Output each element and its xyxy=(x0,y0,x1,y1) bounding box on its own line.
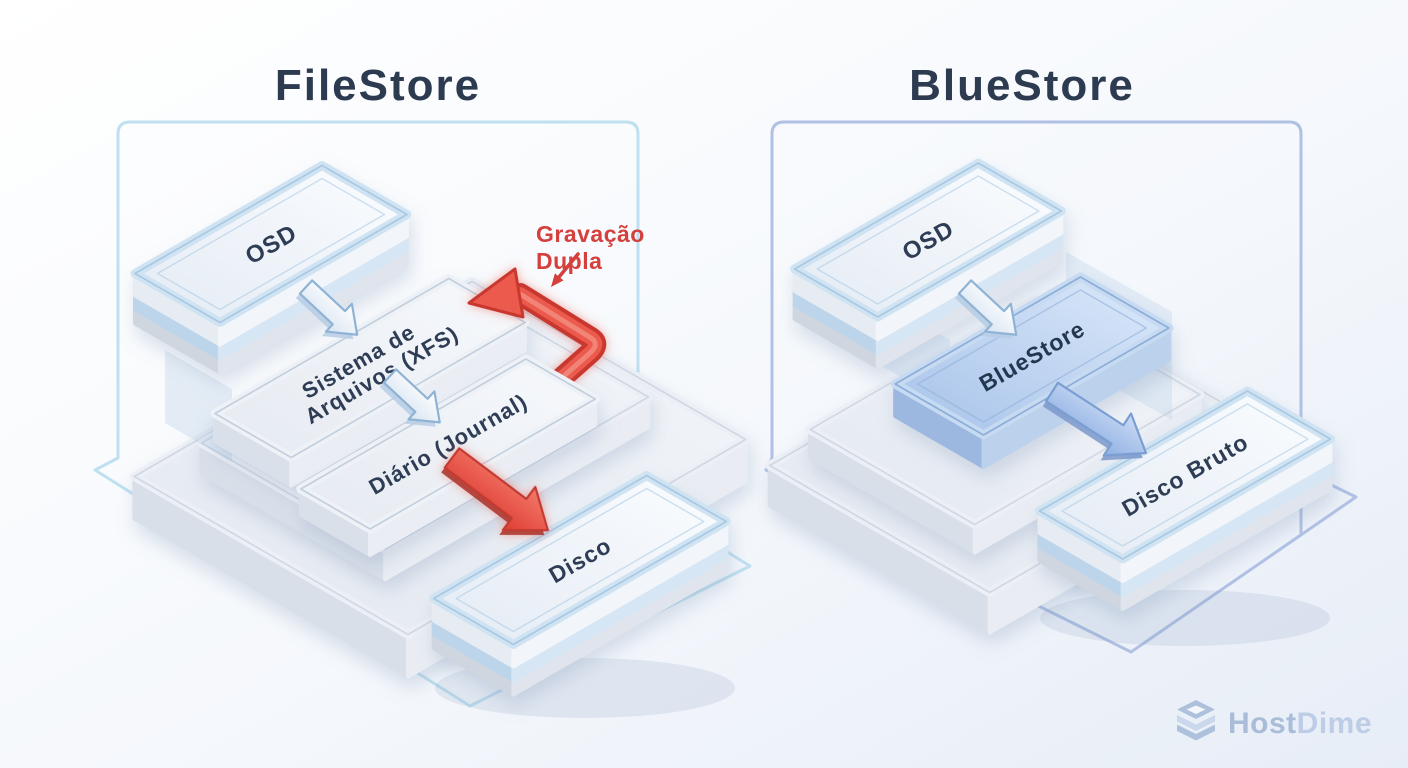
logo-text-host: Host xyxy=(1228,707,1297,740)
hostdime-stack-icon xyxy=(1177,700,1215,741)
disco-bruto-block: Disco Bruto xyxy=(1035,386,1335,611)
hostdime-logo-text: HostDime xyxy=(1228,707,1372,740)
bluestore-title: BlueStore xyxy=(909,61,1135,110)
double-write-annotation: Gravação Dupla xyxy=(536,221,645,287)
filestore-panel-outline xyxy=(93,120,752,708)
double-write-label-line2: Dupla xyxy=(536,248,602,274)
annotation-pointer-line xyxy=(557,252,580,279)
bluestore-block: BlueStore xyxy=(890,272,1174,469)
bluestore-panel-outline xyxy=(764,120,1358,654)
filesystem-to-journal-arrow xyxy=(379,368,441,427)
osd-to-bluestore-arrow xyxy=(954,279,1018,340)
osd-to-filesystem-arrow xyxy=(295,279,359,340)
logo-text-dime: Dime xyxy=(1297,707,1372,740)
disco-block: Disco xyxy=(429,471,731,697)
hostdime-logo: HostDime xyxy=(1177,700,1372,741)
annotation-pointer-head xyxy=(551,273,564,287)
journal-to-disk-red-arrow xyxy=(441,447,549,536)
double-write-label-line1: Gravação xyxy=(536,221,645,247)
double-write-loop-arrow xyxy=(467,267,607,402)
disco-bruto-floor-shadow xyxy=(1040,590,1330,646)
filestore-title: FileStore xyxy=(275,61,481,110)
bluestore-to-rawdisk-arrow xyxy=(1042,381,1148,461)
